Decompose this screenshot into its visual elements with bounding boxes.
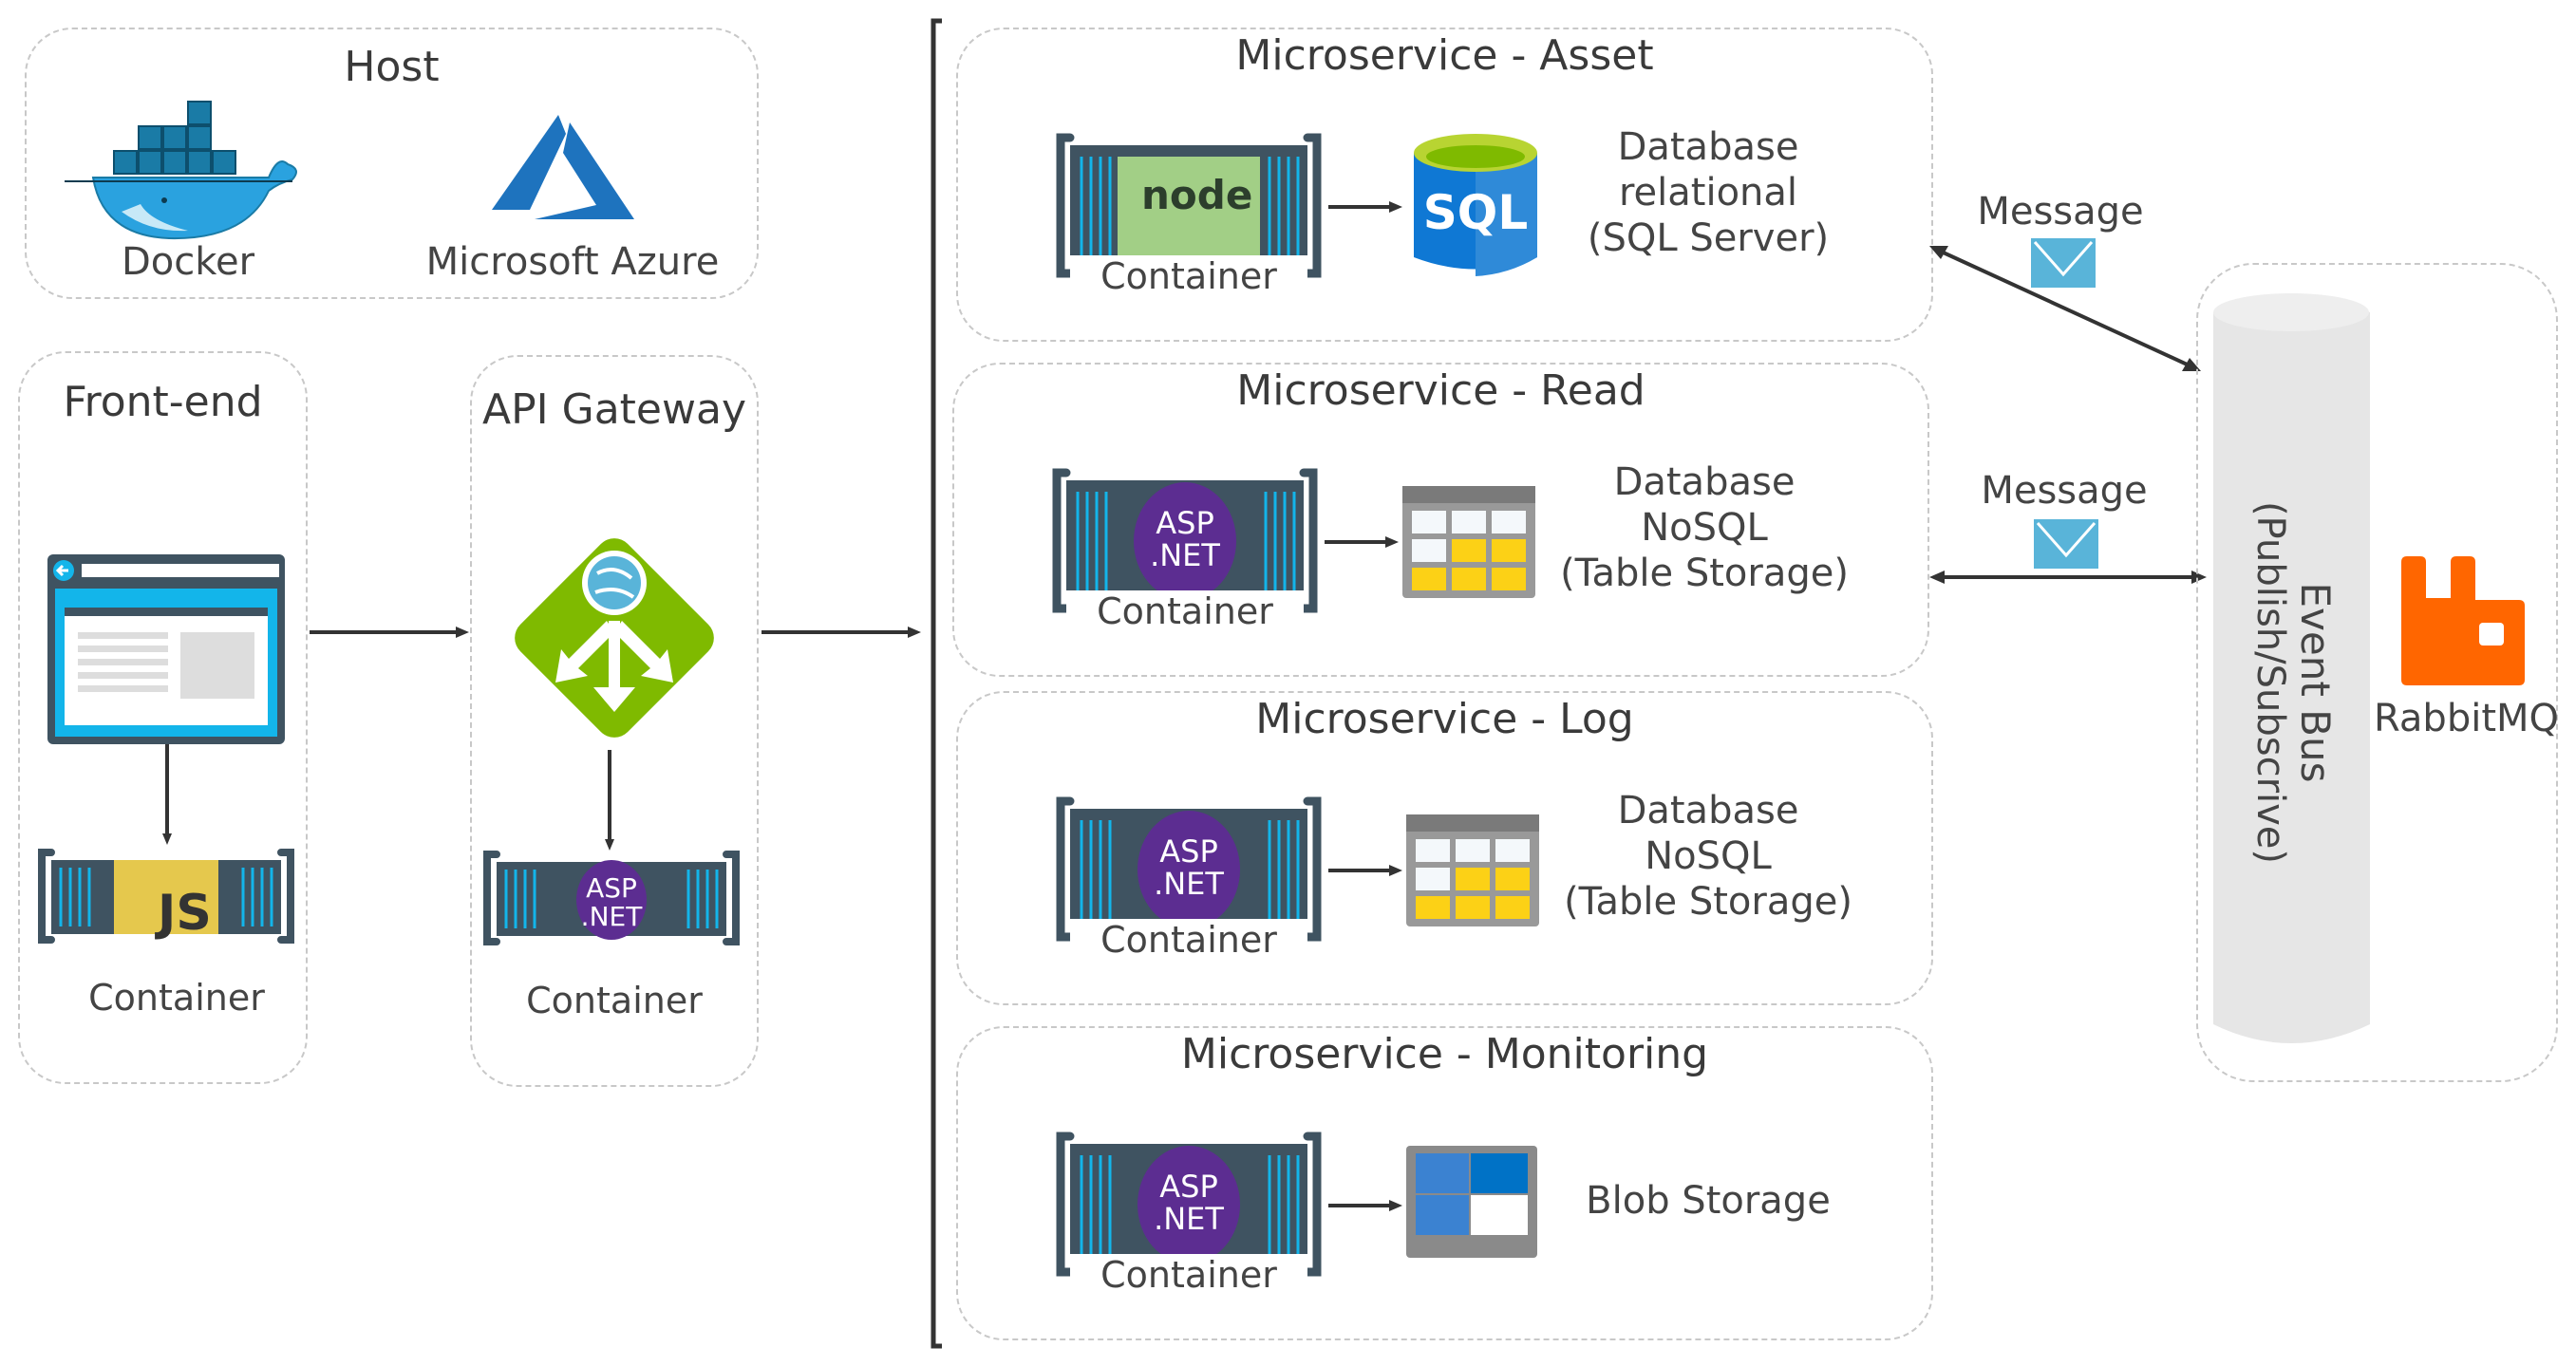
microservice-title: Microservice - Log — [1255, 695, 1634, 743]
gateway-group: API Gateway ASP .NET Container — [470, 355, 759, 1087]
aspnet-logo-text: ASP.NET — [1141, 1170, 1236, 1235]
container-label: Container — [1070, 919, 1307, 961]
aspnet-line-1: ASP — [586, 872, 637, 904]
gateway-title: API Gateway — [482, 385, 746, 434]
sql-database-icon: SQL — [1414, 134, 1537, 276]
aspnet-line-2: .NET — [580, 901, 643, 932]
container-label: Container — [1066, 590, 1304, 632]
frontend-group: Front-end JS Container — [18, 351, 308, 1084]
message-label-2: Message — [1981, 469, 2148, 513]
arrow-container-to-storage — [1328, 1200, 1402, 1211]
envelope-icon — [2034, 519, 2098, 569]
api-gateway-icon — [515, 538, 714, 738]
aspnet-line-1: ASP — [1159, 1169, 1218, 1205]
frontend-container-label: Container — [88, 977, 265, 1019]
frontend-title: Front-end — [63, 378, 263, 426]
arrow-container-to-storage — [1325, 536, 1399, 548]
aspnet-line-2: .NET — [1154, 866, 1224, 902]
message-label-1: Message — [1977, 190, 2144, 234]
js-logo-text: JS — [158, 885, 212, 942]
azure-icon — [492, 115, 634, 219]
microservice-title: Microservice - Asset — [1235, 31, 1654, 80]
storage-label-line: (SQL Server) — [1587, 216, 1830, 260]
arrow-gateway-to-microservices — [762, 627, 921, 638]
browser-window-icon — [47, 554, 285, 744]
azure-label: Microsoft Azure — [425, 240, 720, 284]
rabbitmq-icon — [2401, 556, 2525, 685]
storage-label-line: Database — [1613, 460, 1796, 504]
arrow-read-to-eventbus — [1929, 571, 2207, 584]
container-label: Container — [1070, 255, 1307, 297]
blob-storage-icon — [1406, 1146, 1537, 1258]
arrow-container-to-storage — [1328, 201, 1402, 213]
storage-label-line: Database — [1617, 789, 1799, 833]
storage-label-line: (Table Storage) — [1564, 880, 1852, 924]
event-bus-group: Event Bus (Publish/Subscrive) RabbitMQ — [2196, 263, 2559, 1082]
event-bus-subtitle: (Publish/Subscrive) — [2248, 500, 2292, 865]
microservice-group-2: Microservice - Log ASP.NET Container Dat… — [956, 691, 1933, 1005]
aspnet-line-1: ASP — [1156, 505, 1214, 541]
aspnet-logo-text: ASP.NET — [1138, 507, 1232, 571]
table-storage-icon — [1406, 814, 1539, 926]
svg-text:SQL: SQL — [1423, 185, 1528, 240]
arrow-browser-to-container — [162, 744, 172, 845]
aspnet-container-icon — [1056, 796, 1322, 942]
arrow-gateway-to-container — [605, 750, 614, 851]
storage-label: Blob Storage — [1547, 1178, 1870, 1224]
aspnet-line-2: .NET — [1150, 537, 1220, 573]
aspnet-logo-text: ASP .NET — [573, 874, 649, 931]
host-title: Host — [344, 43, 440, 91]
storage-label-line: NoSQL — [1645, 834, 1772, 878]
event-bus-title: Event Bus — [2292, 582, 2339, 783]
aspnet-line-1: ASP — [1159, 833, 1218, 870]
table-storage-icon — [1402, 486, 1535, 598]
microservice-group-0: Microservice - Asset node Container SQL … — [956, 28, 1933, 342]
host-group: Host Docker Microsoft Azure — [25, 28, 759, 299]
aspnet-container-icon — [1052, 468, 1318, 613]
docker-icon — [65, 101, 297, 240]
microservices-bracket — [931, 18, 942, 1349]
microservice-title: Microservice - Read — [1236, 366, 1645, 415]
microservice-group-1: Microservice - Read ASP.NET Container Da… — [952, 363, 1929, 677]
microservice-group-3: Microservice - Monitoring ASP.NET Contai… — [956, 1026, 1933, 1340]
nodejs-container-icon — [1056, 133, 1322, 278]
storage-label-line: Blob Storage — [1586, 1179, 1831, 1223]
docker-label: Docker — [121, 240, 255, 284]
arrow-frontend-to-gateway — [310, 627, 469, 638]
nodejs-logo-text: node — [1141, 172, 1253, 218]
storage-label-line: relational — [1618, 171, 1798, 215]
storage-label-line: Database — [1617, 125, 1799, 169]
aspnet-container-icon — [1056, 1132, 1322, 1277]
aspnet-line-2: .NET — [1154, 1201, 1224, 1237]
arrow-container-to-storage — [1328, 865, 1402, 876]
storage-label-line: NoSQL — [1641, 506, 1768, 550]
event-bus-cylinder — [2213, 293, 2370, 1043]
rabbitmq-label: RabbitMQ — [2374, 697, 2559, 740]
aspnet-logo-text: ASP.NET — [1141, 835, 1236, 900]
storage-label-line: (Table Storage) — [1560, 552, 1849, 595]
microservice-title: Microservice - Monitoring — [1180, 1030, 1709, 1078]
js-container-icon — [38, 849, 294, 944]
envelope-icon — [2031, 238, 2096, 288]
gateway-container-label: Container — [526, 980, 703, 1021]
container-label: Container — [1070, 1254, 1307, 1296]
aspnet-container-icon — [483, 851, 740, 945]
